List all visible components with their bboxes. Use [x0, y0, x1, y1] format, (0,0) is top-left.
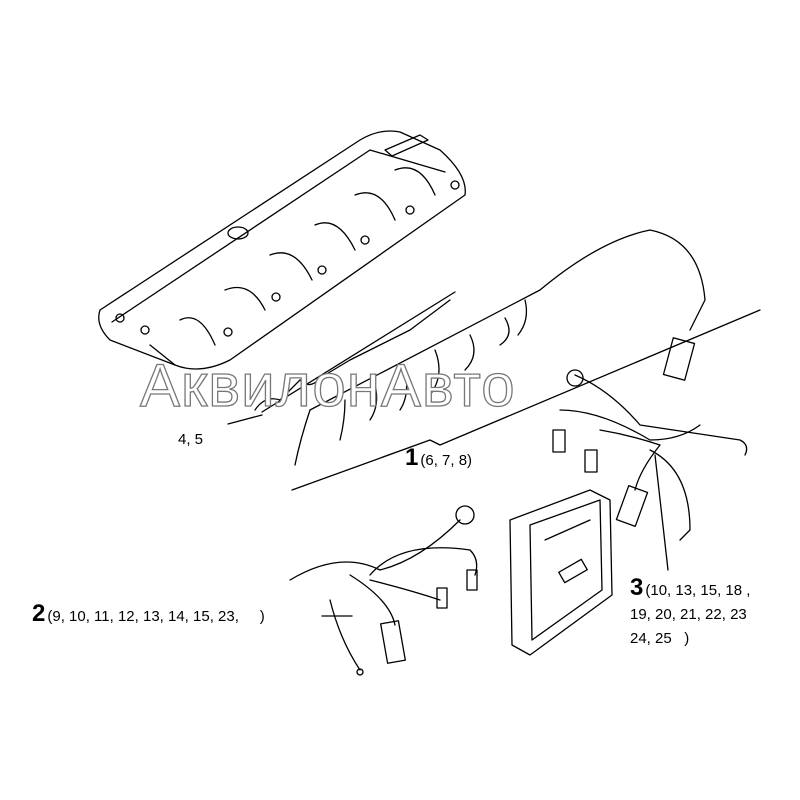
callout-parts: 4, 5: [178, 431, 204, 448]
callout-parts-line: 24, 25 ): [630, 630, 690, 647]
harness-2: [289, 505, 478, 676]
ecu-module: [509, 489, 613, 656]
callout-number: 3: [630, 574, 644, 601]
valve-cover: [98, 130, 466, 370]
callout-4-5: 4, 5: [178, 432, 203, 447]
callout-number: 1: [405, 444, 419, 471]
callout-3: 3(10, 13, 15, 18 , 19, 20, 21, 22, 23 24…: [630, 576, 750, 651]
callout-parts-line: 19, 20, 21, 22, 23: [630, 606, 747, 623]
watermark: АквилонАвто: [139, 352, 516, 419]
callout-parts: (6, 7, 8): [420, 452, 473, 469]
callout-parts: (9, 10, 11, 12, 13, 14, 15, 23, ): [47, 608, 265, 625]
harness-3: [552, 369, 748, 571]
callout-number: 2: [32, 600, 46, 627]
callout-1: 1(6, 7, 8): [405, 446, 472, 470]
callout-2: 2(9, 10, 11, 12, 13, 14, 15, 23, ): [32, 602, 265, 626]
callout-parts-line: (10, 13, 15, 18 ,: [645, 582, 751, 599]
injector-harness-1: [227, 229, 761, 491]
